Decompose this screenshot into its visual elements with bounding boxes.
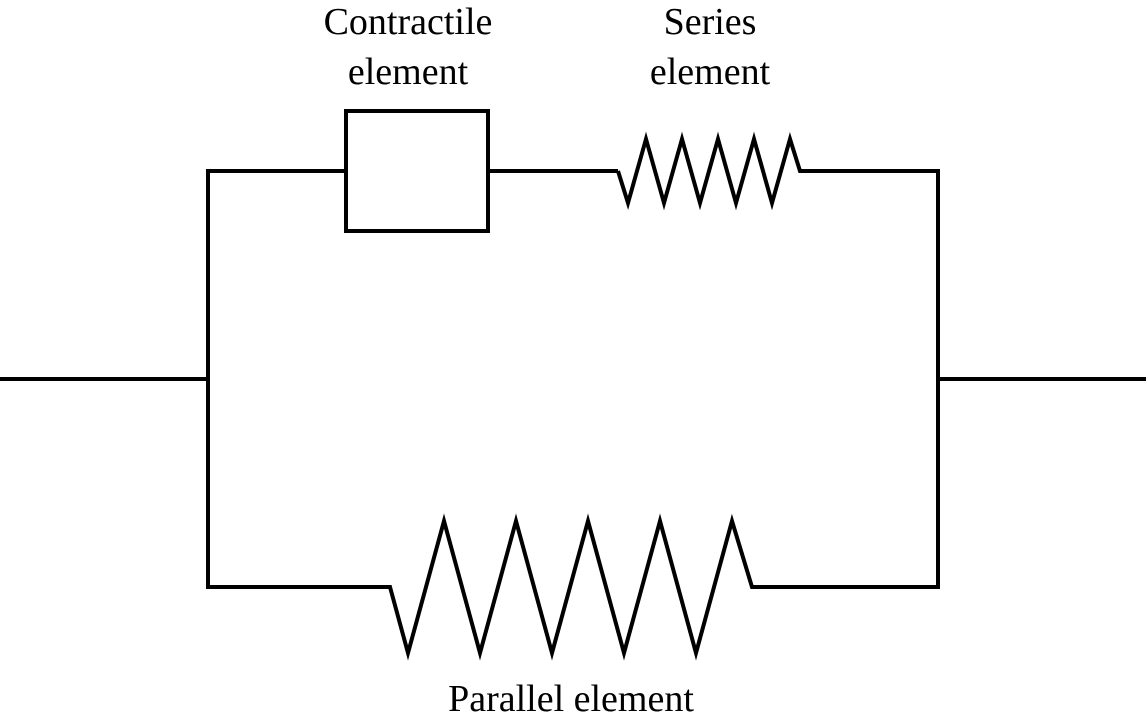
- contractile-element-label-line1: Contractile: [324, 1, 493, 43]
- series-element-spring: [616, 131, 940, 211]
- series-element-label-line2: element: [650, 51, 771, 93]
- contractile-element-box: [344, 109, 490, 233]
- series-element-label-line1: Series: [664, 1, 757, 43]
- parallel-element-spring: [206, 513, 940, 661]
- contractile-element-label-line2: element: [348, 51, 469, 93]
- parallel-element-label: Parallel element: [448, 678, 694, 720]
